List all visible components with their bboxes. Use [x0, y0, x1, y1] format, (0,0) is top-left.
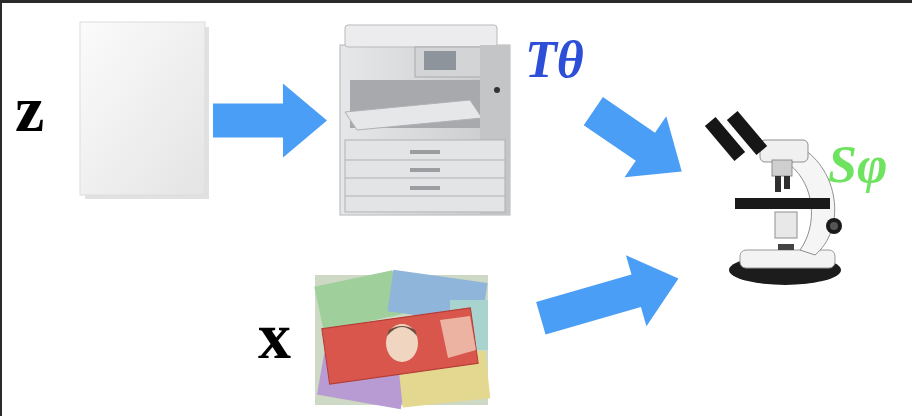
- microscope-node: Sφ: [690, 105, 885, 290]
- focus-knob: [830, 222, 838, 230]
- printer-lid: [345, 25, 497, 47]
- paper-sheet: [80, 22, 205, 195]
- frame-edge: [0, 0, 912, 3]
- drawer-line: [345, 178, 505, 179]
- variable-label: z: [15, 76, 44, 142]
- printer-screen: [424, 51, 456, 70]
- block-arrow: [584, 97, 682, 177]
- money-node: x: [315, 275, 488, 405]
- printer-drawers: [345, 140, 505, 212]
- torn-piece: [440, 316, 476, 358]
- critic-label: Sφ: [828, 139, 887, 191]
- scope-stage: [735, 198, 830, 209]
- scope-condenser: [775, 212, 797, 238]
- frame-edge: [0, 0, 2, 416]
- drawer-handle: [410, 150, 440, 154]
- printer-button: [494, 87, 500, 93]
- blank-paper: [80, 22, 209, 199]
- red-note: [322, 308, 478, 384]
- block-arrow: [213, 84, 327, 158]
- portrait-hair: [387, 326, 417, 336]
- block-arrow: [536, 255, 678, 334]
- scope-head: [760, 140, 808, 162]
- drawer-handle: [410, 186, 440, 190]
- photocopier: [340, 25, 510, 215]
- banknotes: [314, 270, 490, 409]
- paper-node: z: [80, 22, 205, 195]
- objective: [784, 176, 790, 189]
- scope-turret: [772, 160, 792, 176]
- generator-label: Tθ: [525, 34, 584, 86]
- printer-panel: [415, 47, 487, 77]
- variable-label: x: [258, 303, 291, 369]
- drawer-handle: [410, 168, 440, 172]
- scope-light: [778, 244, 794, 250]
- objective: [775, 176, 781, 192]
- drawer-line: [345, 160, 505, 161]
- printer-body: [340, 45, 510, 215]
- focus-knob: [826, 218, 842, 234]
- microscope: [705, 111, 842, 285]
- eyepiece: [727, 111, 767, 155]
- printer-tray: [345, 100, 482, 130]
- scope-base-top: [740, 250, 835, 268]
- printer-node: Tθ: [335, 22, 590, 215]
- drawer-line: [345, 196, 505, 197]
- note-portrait: [386, 324, 418, 362]
